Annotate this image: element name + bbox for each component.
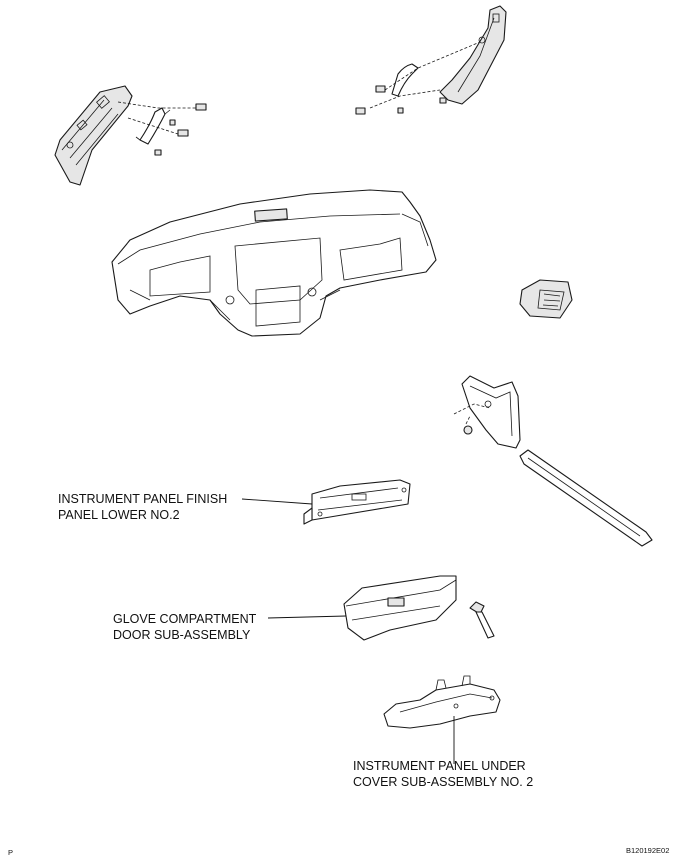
door-scuff-plate (519, 449, 653, 547)
left-pillar-garnish (54, 85, 133, 186)
cowl-side-trim (453, 375, 521, 449)
under-cover-label: INSTRUMENT PANEL UNDER COVER SUB-ASSEMBL… (353, 758, 533, 790)
glove-door-label-line2: DOOR SUB-ASSEMBLY (113, 628, 251, 642)
glove-door-label-line1: GLOVE COMPARTMENT (113, 612, 257, 626)
glove-door-part (343, 575, 457, 641)
glove-damper-part (469, 601, 495, 639)
finish-panel-label: INSTRUMENT PANEL FINISH PANEL LOWER NO.2 (58, 491, 227, 523)
finish-panel-label-line2: PANEL LOWER NO.2 (58, 508, 180, 522)
footer-left-mark: P (8, 848, 14, 857)
instrument-panel (111, 189, 437, 337)
finish-panel-lower-no2-part (303, 479, 411, 525)
under-cover-label-line2: COVER SUB-ASSEMBLY NO. 2 (353, 775, 534, 789)
under-cover-no2-part (383, 675, 501, 729)
figure-code: B120192E02 (626, 846, 670, 855)
under-cover-label-line1: INSTRUMENT PANEL UNDER (353, 759, 526, 773)
left-assist-grip (117, 101, 207, 156)
side-register (519, 279, 573, 319)
right-assist-grip (355, 41, 481, 115)
finish-panel-label-line1: INSTRUMENT PANEL FINISH (58, 492, 228, 506)
finish-panel-leader (241, 498, 313, 505)
glove-door-label: GLOVE COMPARTMENT DOOR SUB-ASSEMBLY (113, 611, 256, 643)
glove-door-leader (267, 615, 347, 619)
right-pillar-garnish (439, 5, 507, 105)
